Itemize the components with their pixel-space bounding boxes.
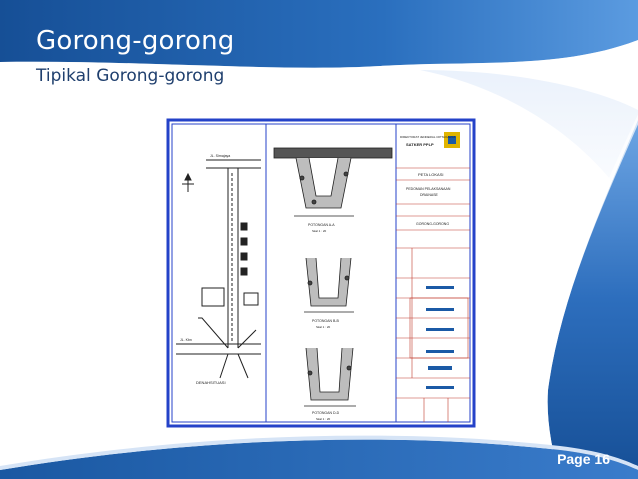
slide-title: Gorong-gorong: [36, 26, 235, 56]
bottom-band: [0, 439, 638, 479]
title-block-stamp: [426, 286, 454, 389]
section-d-d-caption: POTONGAN D-D: [312, 411, 340, 415]
section-a-a-caption: POTONGAN A-A: [308, 223, 335, 227]
right-band: [547, 120, 638, 479]
pale-swoosh: [420, 70, 638, 220]
site-plan-caption: DENAHSITUASI: [196, 380, 226, 385]
top-band: [0, 0, 638, 68]
top-band-highlight: [0, 40, 638, 78]
drawing-border: [166, 118, 476, 428]
content-label: GORONG-GORONG: [416, 222, 449, 226]
section-a-a: [273, 147, 393, 217]
section-b-b-scale: Skal 1 : 20: [316, 325, 331, 329]
section-a-a-scale: Skal 1 : 20: [312, 229, 327, 233]
road-top-label: JL. Sirnajaya: [210, 154, 230, 158]
engineering-drawing: JL. Sirnajaya JL. Kbn DENAHSITUASI POTON…: [166, 118, 476, 428]
title-block: [396, 167, 470, 422]
agency-line1: DIREKTORAT JENDERAL CIPTA KARYA: [400, 135, 455, 139]
sheet-title: PETA LOKASI: [418, 172, 444, 177]
right-band-highlight: [539, 114, 638, 479]
doc-line2: DRAINASE: [420, 193, 439, 197]
page-number: Page 16: [557, 451, 610, 467]
section-d-d-scale: Skal 1 : 20: [316, 417, 331, 421]
north-arrow-icon: [182, 172, 194, 192]
doc-line1: PEDOMAN PELAKSANAAN: [406, 187, 451, 191]
section-b-b-caption: POTONGAN B-B: [312, 319, 339, 323]
slide-subtitle: Tipikal Gorong-gorong: [36, 66, 225, 86]
agency-logo-icon: [444, 132, 460, 148]
section-b-b: [304, 257, 354, 313]
site-plan: [176, 159, 261, 379]
agency-line2: SATKER PPLP: [406, 142, 434, 147]
road-bottom-label: JL. Kbn: [180, 338, 192, 342]
section-d-d: [304, 347, 356, 407]
